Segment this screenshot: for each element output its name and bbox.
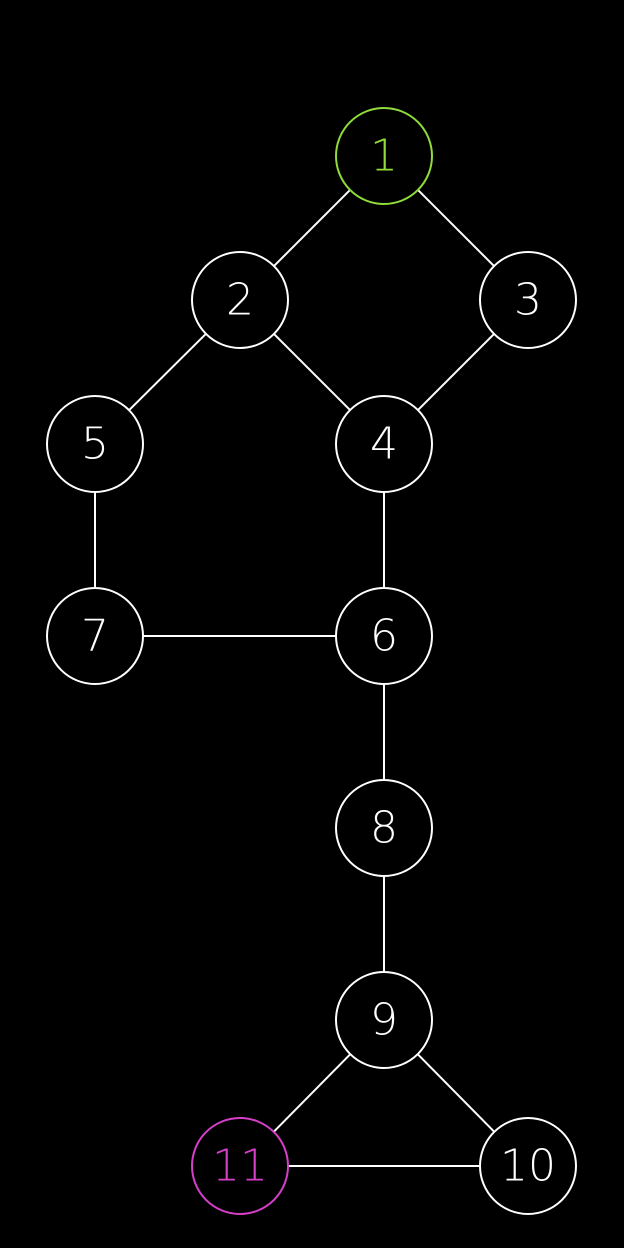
node-10: 10 [479,1117,577,1215]
node-10-circle [479,1117,577,1215]
node-3: 3 [479,251,577,349]
node-7-circle [46,587,144,685]
edges-layer [94,188,496,1167]
node-1-circle [335,107,433,205]
node-5: 5 [46,395,144,493]
node-11-circle [191,1117,289,1215]
edge-3-4 [416,332,496,412]
node-5-label: 5 [81,419,109,470]
edge-1-3 [416,188,496,268]
node-11: 11 [191,1117,289,1215]
node-7: 7 [46,587,144,685]
node-9: 9 [335,971,433,1069]
node-5-circle [46,395,144,493]
node-2-label: 2 [226,275,254,326]
edge-2-4 [272,332,352,412]
edge-2-5 [128,332,207,412]
node-3-circle [479,251,577,349]
node-8-label: 8 [370,803,398,854]
edge-1-2 [272,188,352,268]
node-1-label: 1 [370,131,398,182]
node-2-circle [191,251,289,349]
node-10-label: 10 [500,1141,556,1192]
nodes-layer: 1 2 3 4 5 6 7 8 9 10 11 [46,107,577,1215]
node-4: 4 [335,395,433,493]
node-11-label: 11 [212,1141,268,1192]
node-8-circle [335,779,433,877]
node-2: 2 [191,251,289,349]
node-7-label: 7 [81,611,109,662]
node-6-label: 6 [370,611,398,662]
edge-9-10 [416,1053,496,1133]
node-1: 1 [335,107,433,205]
node-9-circle [335,971,433,1069]
edge-9-11 [272,1053,352,1133]
node-4-circle [335,395,433,493]
node-6-circle [335,587,433,685]
node-4-label: 4 [370,419,398,470]
node-3-label: 3 [514,275,542,326]
node-9-label: 9 [370,995,398,1046]
node-8: 8 [335,779,433,877]
node-6: 6 [335,587,433,685]
